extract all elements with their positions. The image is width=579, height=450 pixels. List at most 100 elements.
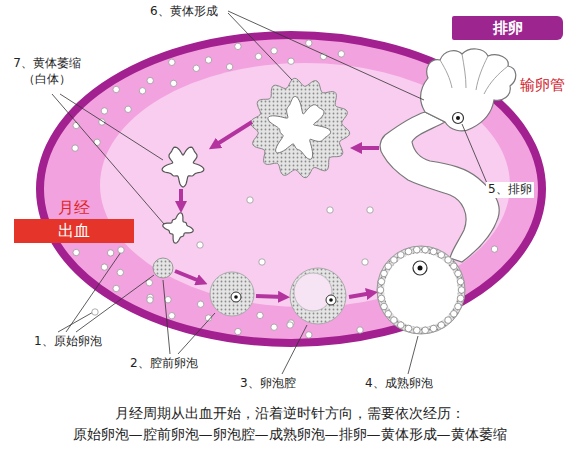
primordial-follicle bbox=[170, 80, 176, 86]
tag-heading: 月经 bbox=[14, 197, 134, 219]
callout-label: 5、排卵 bbox=[486, 182, 534, 198]
leader-line bbox=[58, 311, 95, 332]
oocyte-nucleus bbox=[418, 266, 423, 271]
ovary-outline bbox=[40, 35, 542, 343]
granulosa-cell bbox=[405, 325, 412, 332]
primordial-follicle bbox=[287, 322, 293, 328]
primordial-follicle bbox=[197, 301, 203, 307]
granulosa-cell bbox=[422, 327, 429, 334]
granulosa-cell bbox=[385, 311, 392, 318]
primordial-follicle bbox=[139, 88, 145, 94]
leader-line bbox=[462, 124, 489, 188]
primordial-follicle bbox=[72, 145, 78, 151]
primordial-follicle bbox=[169, 313, 175, 319]
primordial-cluster bbox=[153, 258, 173, 278]
callout-label: 2、腔前卵泡 bbox=[130, 356, 198, 372]
primordial-follicle bbox=[118, 247, 124, 253]
caption-line: 原始卵泡—腔前卵泡—卵泡腔—成熟卵泡—排卵—黄体形成—黄体萎缩 bbox=[0, 425, 579, 443]
follicle-cavity bbox=[294, 273, 332, 311]
primordial-follicle bbox=[101, 264, 107, 270]
cycle-arrow bbox=[256, 296, 284, 297]
primordial-follicle bbox=[205, 57, 211, 63]
granulosa-cell bbox=[445, 317, 452, 324]
granulosa-cell bbox=[405, 248, 412, 255]
granulosa-cell bbox=[430, 325, 437, 332]
granulosa-cell bbox=[455, 303, 462, 310]
caption-line: 月经周期从出血开始，沿着逆时针方向，需要依次经历： bbox=[0, 404, 579, 422]
mature-follicle bbox=[377, 246, 465, 334]
tag-box: 出血 bbox=[14, 219, 134, 243]
granulosa-cell bbox=[457, 278, 464, 285]
leader-line bbox=[76, 275, 154, 332]
primordial-follicle bbox=[125, 106, 131, 112]
primordial-follicle bbox=[255, 53, 261, 59]
granulosa-cell bbox=[451, 311, 458, 318]
granulosa-cell bbox=[381, 303, 388, 310]
cycle-arrow bbox=[214, 122, 252, 146]
primordial-follicle bbox=[257, 312, 263, 318]
granulosa-cell bbox=[378, 278, 385, 285]
cycle-arrow bbox=[349, 293, 372, 297]
primordial-follicle bbox=[247, 197, 253, 203]
primordial-follicle bbox=[271, 324, 277, 330]
primordial-follicle bbox=[235, 43, 241, 49]
primordial-follicle bbox=[367, 207, 373, 213]
primordial-follicle bbox=[362, 259, 368, 265]
fimbriae bbox=[440, 54, 508, 94]
granulosa-cell bbox=[398, 252, 405, 259]
primordial-follicle bbox=[235, 328, 241, 334]
granulosa-cell bbox=[438, 322, 445, 329]
corpus-luteum-core bbox=[268, 97, 331, 160]
leader-line bbox=[408, 336, 418, 374]
granulosa-cell bbox=[430, 248, 437, 255]
ovum bbox=[453, 113, 464, 124]
primordial-follicle bbox=[338, 51, 344, 57]
menstruation-tag: 月经出血 bbox=[14, 197, 134, 243]
cycle-arrow bbox=[175, 271, 202, 282]
granulosa-cell bbox=[398, 322, 405, 329]
leader-line bbox=[60, 94, 163, 160]
primordial-follicle bbox=[288, 58, 294, 64]
primordial-follicle bbox=[491, 246, 497, 252]
part-label: 输卵管 bbox=[520, 76, 565, 96]
leader-line bbox=[178, 313, 215, 354]
oocyte bbox=[413, 261, 427, 275]
primordial-follicle bbox=[94, 139, 100, 145]
callout-label: 7、黄体萎缩 （白体） bbox=[8, 56, 86, 87]
primordial-follicle bbox=[271, 48, 277, 54]
primordial-follicle bbox=[101, 108, 107, 114]
primordial-follicle bbox=[107, 250, 113, 256]
primordial-follicle bbox=[226, 64, 232, 70]
corpus-albicans bbox=[163, 213, 193, 243]
callout-label: 1、原始卵泡 bbox=[34, 334, 102, 350]
granulosa-cell bbox=[378, 295, 385, 302]
callout-label: 6、黄体形成 bbox=[150, 4, 218, 20]
granulosa-cell bbox=[385, 263, 392, 270]
primordial-follicle bbox=[147, 77, 153, 83]
primordial-follicle bbox=[73, 122, 79, 128]
granulosa-cell bbox=[391, 257, 398, 264]
primordial-follicle bbox=[169, 59, 175, 65]
granulosa-cell bbox=[455, 270, 462, 277]
cycle-arrow bbox=[356, 146, 379, 150]
primordial-follicle bbox=[113, 86, 119, 92]
callout-label: 3、卵泡腔 bbox=[240, 376, 296, 392]
cycle-arrow bbox=[179, 189, 183, 207]
callout-label: 4、成熟卵泡 bbox=[365, 376, 433, 392]
process-banner: 排卵 bbox=[452, 16, 563, 40]
primordial-follicle bbox=[92, 309, 98, 315]
granulosa-cell bbox=[414, 327, 421, 334]
leader-line bbox=[228, 11, 424, 100]
primordial-follicle bbox=[197, 242, 203, 248]
primordial-follicle bbox=[259, 259, 265, 265]
oocyte-nucleus bbox=[234, 295, 238, 299]
primordial-follicle bbox=[73, 249, 79, 255]
primordial-follicle bbox=[357, 327, 363, 333]
leader-line bbox=[66, 252, 121, 332]
oocyte-nucleus bbox=[329, 298, 333, 302]
granulosa-cell bbox=[438, 252, 445, 259]
granulosa-beads bbox=[377, 246, 465, 333]
leader-line bbox=[228, 13, 292, 80]
granulosa-cell bbox=[457, 295, 464, 302]
antral-follicle bbox=[290, 268, 346, 324]
